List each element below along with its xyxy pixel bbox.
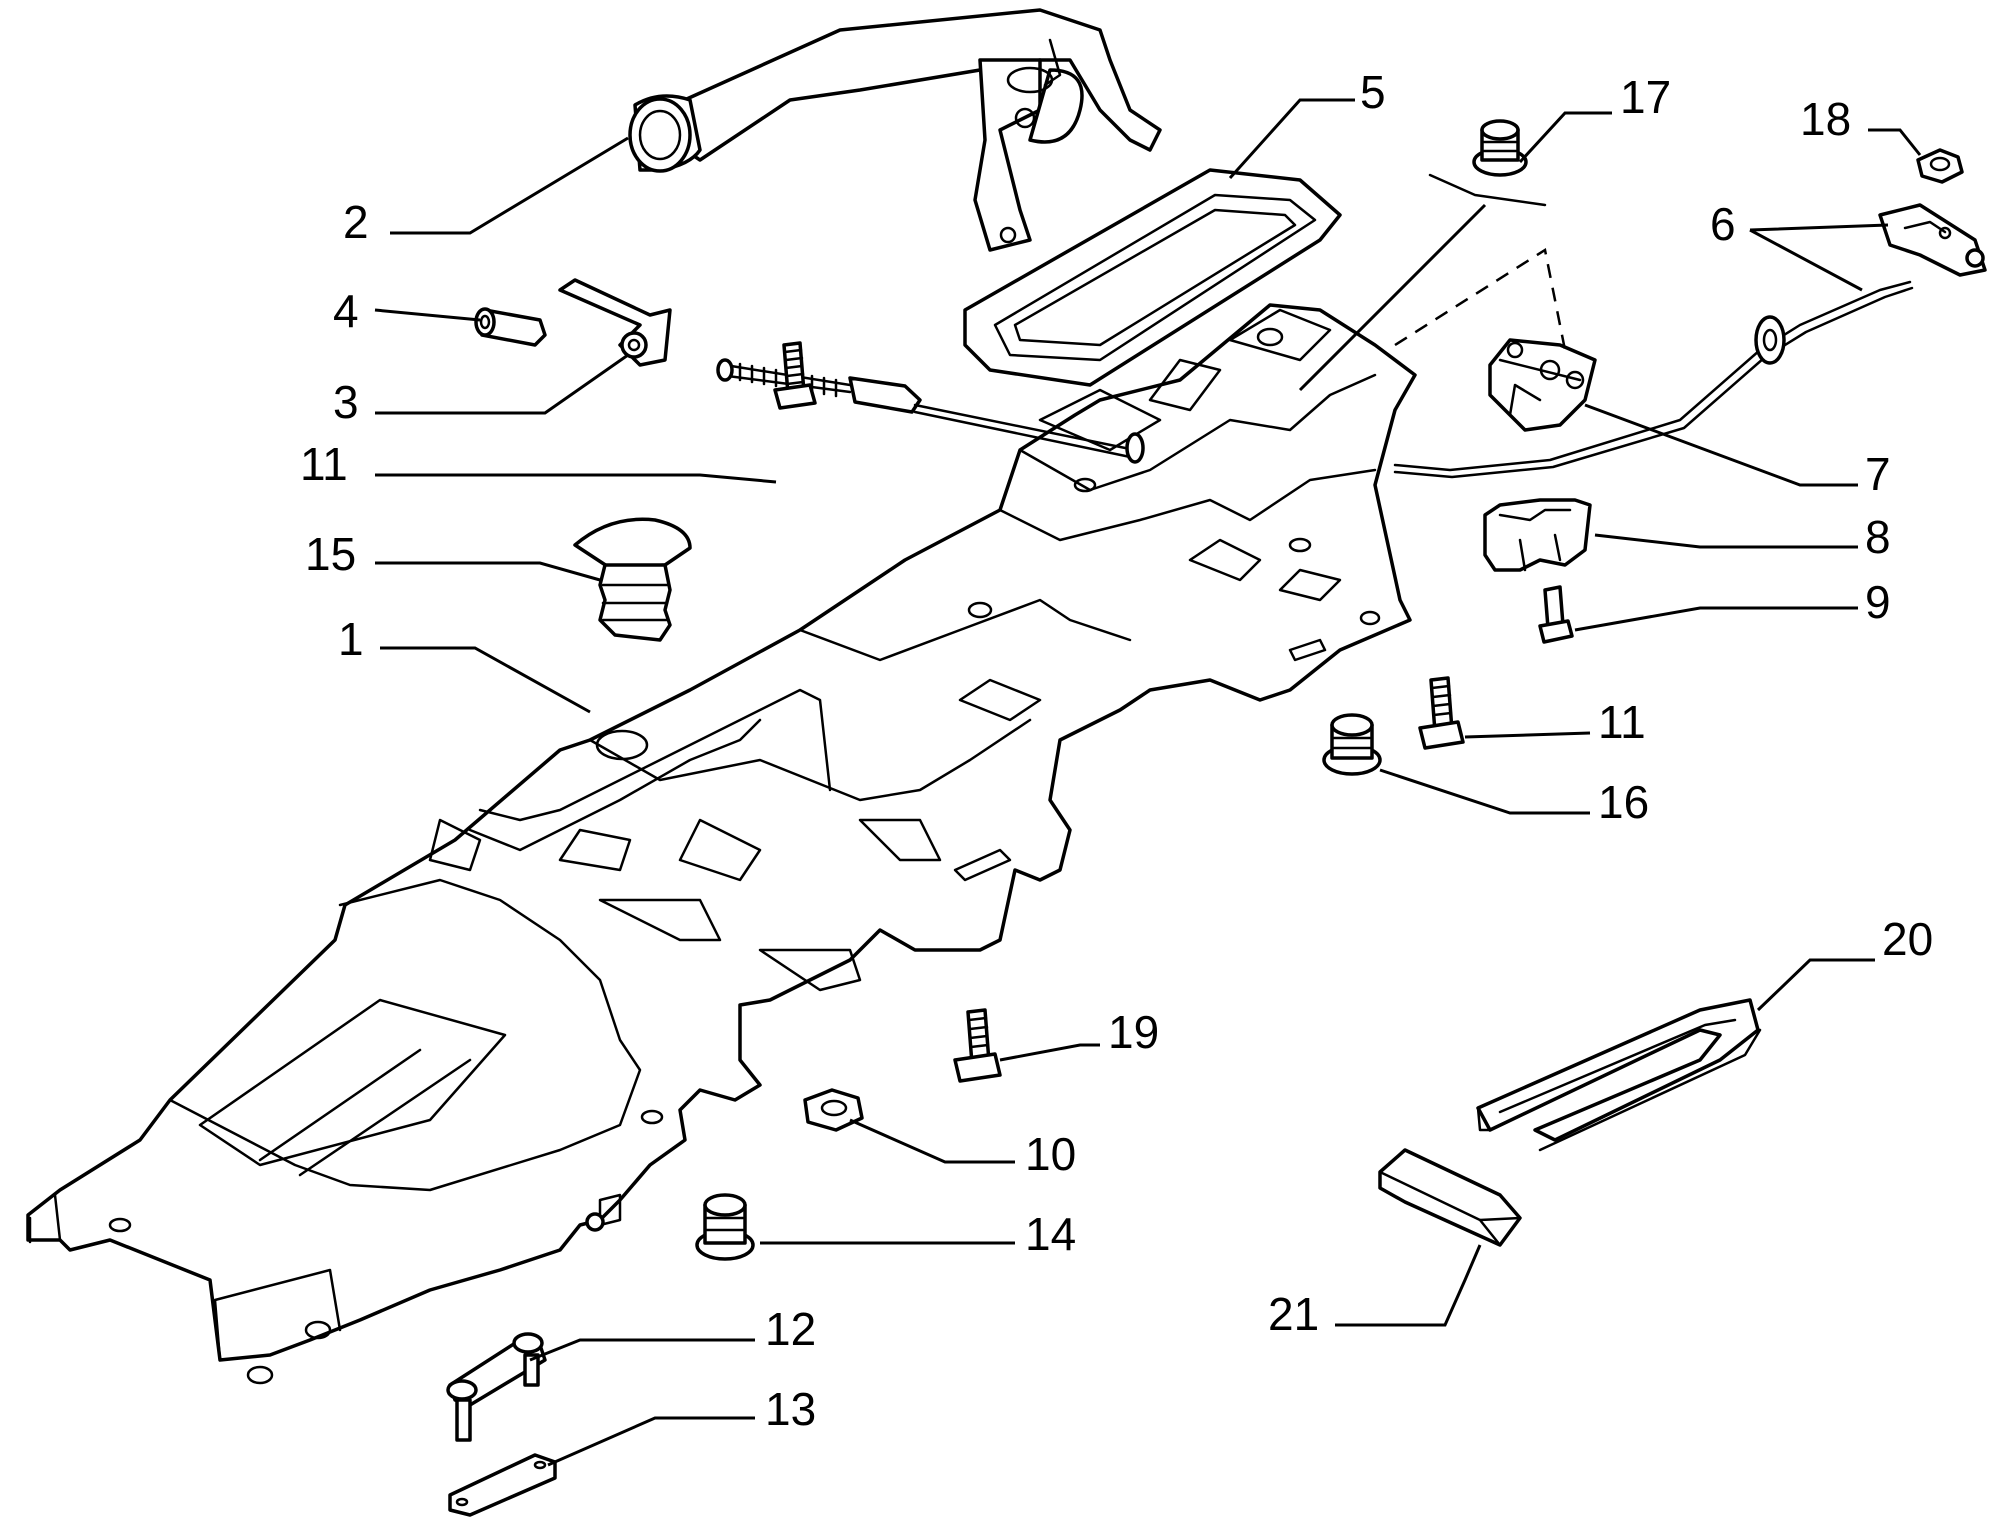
callout-7: 7 (1865, 448, 1891, 500)
alignment-dashed-line (1394, 247, 1567, 351)
part-9-screw (1538, 585, 1574, 644)
callout-16: 16 (1598, 776, 1649, 828)
leader-4 (374, 308, 481, 322)
part-6-cable-terminal (1393, 203, 1987, 479)
part-21-block (1378, 1148, 1522, 1247)
callout-19: 19 (1108, 1006, 1159, 1058)
cable-rod (716, 358, 1145, 464)
part-18-nut (1916, 148, 1964, 184)
callout-1: 1 (338, 613, 364, 665)
part-4-sleeve (474, 307, 547, 347)
leader-5 (1228, 98, 1355, 180)
callout-4: 4 (333, 285, 359, 337)
callout-6: 6 (1710, 198, 1736, 250)
callout-13: 13 (765, 1383, 816, 1435)
part-5-gasket-frame (963, 168, 1342, 387)
leader-17 (1518, 111, 1612, 164)
leader-11b (1464, 731, 1591, 739)
callout-11a: 11 (300, 438, 348, 490)
callout-12: 12 (765, 1303, 816, 1355)
callout-5: 5 (1360, 66, 1386, 118)
part-14-plug (695, 1193, 755, 1261)
leader-21 (1335, 1244, 1482, 1327)
part-20-seal-strip (1476, 998, 1762, 1152)
callout-14: 14 (1025, 1208, 1076, 1260)
part-2-handbrake-lever (628, 8, 1162, 252)
part-17-plug (1472, 119, 1528, 177)
leader-19 (999, 1043, 1100, 1062)
part-1-tunnel-cover (26, 303, 1417, 1385)
leader-12 (529, 1338, 755, 1362)
part-13-link-plate (448, 1453, 557, 1517)
callout-18: 18 (1800, 93, 1851, 145)
leader-lines (374, 98, 1922, 1467)
part-16-plug (1322, 713, 1382, 776)
callout-15: 15 (305, 528, 356, 580)
leader-15 (375, 561, 601, 582)
callout-17: 17 (1620, 71, 1671, 123)
part-12-pin-plate (446, 1332, 547, 1442)
leader-10 (849, 1118, 1015, 1164)
leader-1 (380, 646, 591, 714)
part-15-bellows-plug (573, 517, 692, 642)
leader-11a (375, 473, 777, 484)
leader-20 (1756, 958, 1875, 1012)
leader-9 (1574, 606, 1858, 632)
leader-6 (1749, 223, 1889, 292)
callout-11b: 11 (1598, 696, 1646, 748)
part-8-cable-clip (1483, 498, 1592, 572)
leader-18 (1868, 128, 1922, 156)
part-3-bracket-clip (558, 278, 672, 367)
part-19-screw (953, 1008, 1002, 1083)
part-7-cable-bracket (1488, 338, 1597, 432)
leader-3 (375, 353, 629, 415)
callout-3: 3 (333, 376, 359, 428)
callout-9: 9 (1865, 576, 1891, 628)
callout-8: 8 (1865, 511, 1891, 563)
part-11-screw-right (1418, 676, 1465, 750)
callout-10: 10 (1025, 1128, 1076, 1180)
leader-2 (390, 136, 629, 235)
callout-21: 21 (1268, 1288, 1319, 1340)
leader-16 (1379, 768, 1590, 815)
leader-7 (1584, 403, 1858, 487)
part-10-hex-nut (803, 1088, 864, 1132)
leader-8 (1594, 533, 1858, 549)
callout-20: 20 (1882, 913, 1933, 965)
callout-2: 2 (343, 196, 369, 248)
part-17-bracket-line (1428, 173, 1547, 207)
leader-13 (547, 1416, 755, 1467)
part-11-screw-upper (773, 341, 817, 410)
callout-labels: 1 2 3 4 5 6 7 8 9 10 11 11 12 13 14 15 1… (300, 66, 1933, 1435)
part-17-guide-line (1298, 203, 1487, 392)
